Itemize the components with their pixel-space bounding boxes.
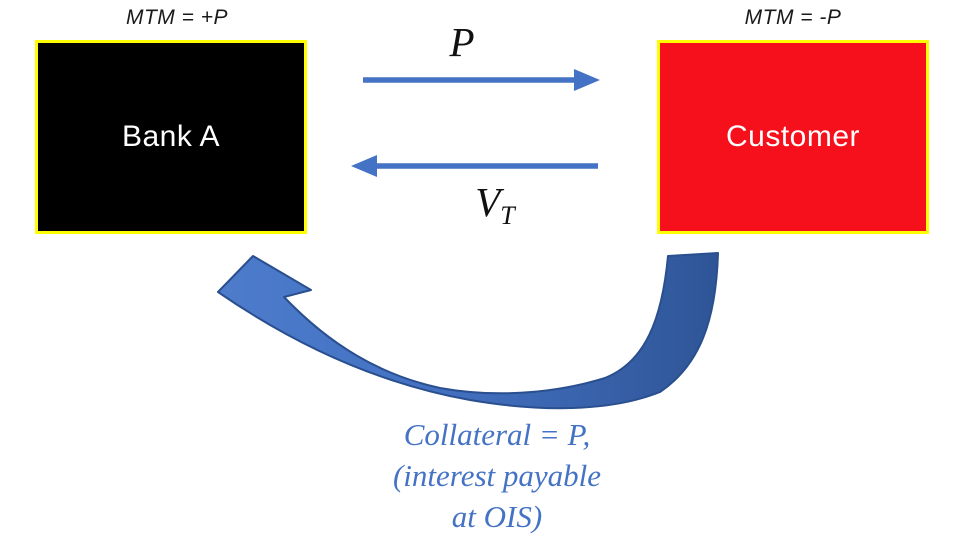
collateral-curved-arrow-icon <box>217 252 719 410</box>
valuation-flow-label: VT <box>440 178 550 229</box>
customer-box: Customer <box>657 40 929 234</box>
collateral-note-line2: (interest payable <box>392 458 602 493</box>
collateral-note-line1: Collateral = P, <box>403 417 591 452</box>
valuation-label-base: V <box>475 179 501 225</box>
bank-a-label: Bank A <box>121 120 221 153</box>
principal-flow-label: P <box>449 19 475 65</box>
customer-label: Customer <box>725 120 861 153</box>
bank-mtm-label: MTM = +P <box>125 6 229 29</box>
collateral-note: Collateral = P, (interest payable at OIS… <box>332 414 662 537</box>
collateral-note-line3: at OIS) <box>451 499 543 534</box>
principal-arrow-right-icon <box>363 69 600 91</box>
valuation-arrow-left-icon <box>351 155 598 177</box>
valuation-label-subscript: T <box>500 201 515 230</box>
bank-a-box: Bank A <box>35 40 307 234</box>
customer-mtm-label: MTM = -P <box>744 6 842 29</box>
